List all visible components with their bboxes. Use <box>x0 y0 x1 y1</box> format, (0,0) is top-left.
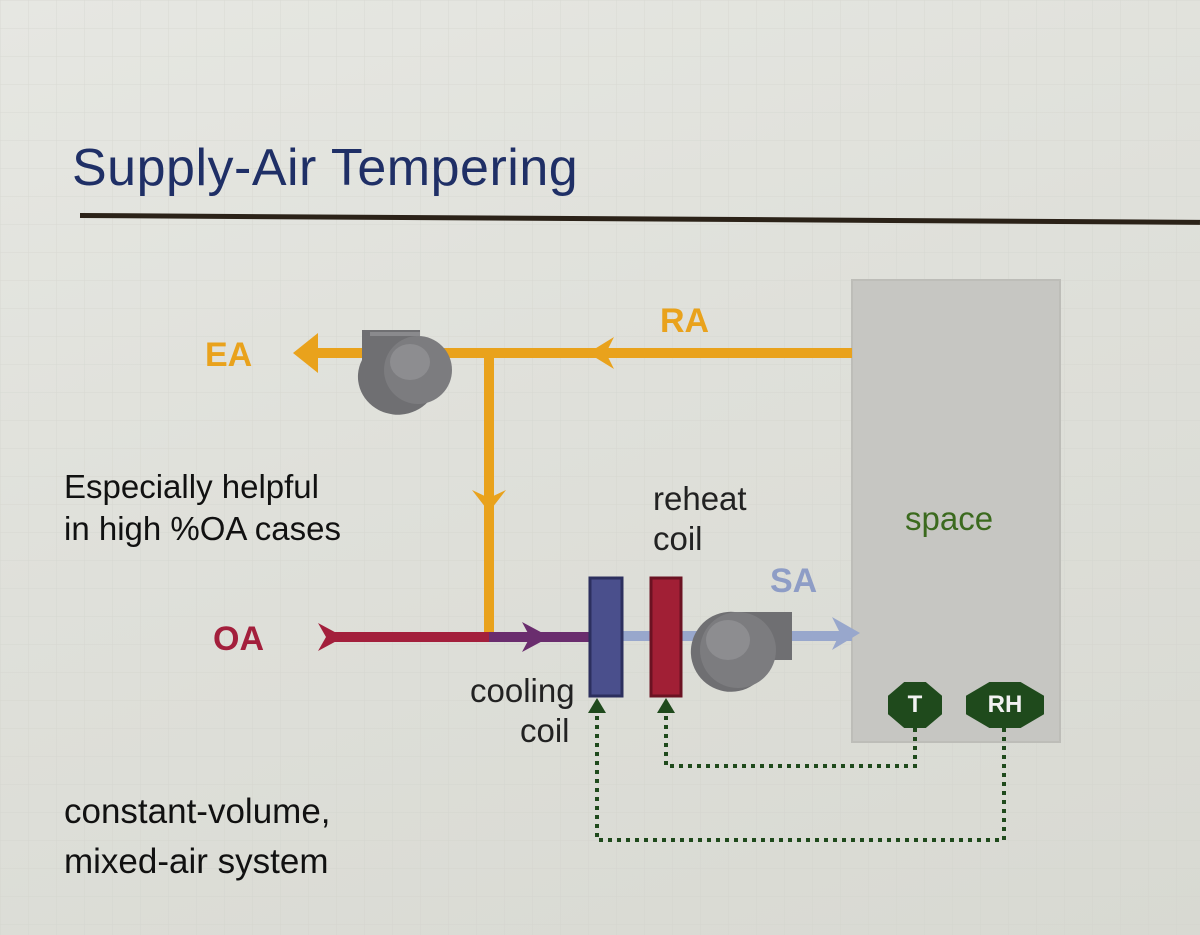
temperature-sensor-label: T <box>907 691 923 718</box>
supply-fan-icon <box>690 611 792 692</box>
sa-arrow-icon <box>832 617 860 650</box>
page-title: Supply-Air Tempering <box>72 139 579 197</box>
sa-label: SA <box>770 562 818 600</box>
temperature-sensor: T <box>888 682 942 728</box>
control-signal-lines <box>595 710 1006 842</box>
space-box-border <box>851 279 1061 743</box>
note-line-1: Especially helpful <box>64 468 319 505</box>
recirc-arrow-icon <box>472 490 506 512</box>
ea-arrow-icon <box>293 333 318 373</box>
space-box <box>852 280 1060 742</box>
oa-label: OA <box>213 620 264 658</box>
ra-arrow-icon <box>588 337 614 369</box>
system-line-1: constant-volume, <box>64 792 331 831</box>
ra-label: RA <box>660 302 710 340</box>
ma-arrow-icon <box>522 622 550 652</box>
reheat-coil-label-2: coil <box>653 520 703 557</box>
oa-arrow-icon <box>318 623 344 651</box>
reheat-coil-label-1: reheat <box>653 480 747 517</box>
reheat-coil <box>649 576 683 698</box>
cooling-coil-label-2: coil <box>520 712 570 749</box>
humidity-sensor-label: RH <box>987 691 1023 718</box>
cooling-coil <box>588 576 624 698</box>
cooling-coil-label-1: cooling <box>470 672 575 709</box>
cooling-control-arrow-icon <box>588 698 606 713</box>
reheat-control-arrow-icon <box>657 698 675 713</box>
note-line-2: in high %OA cases <box>64 510 341 547</box>
system-line-2: mixed-air system <box>64 842 329 881</box>
space-label: space <box>905 500 994 537</box>
exhaust-fan-icon <box>357 330 452 415</box>
ea-label: EA <box>205 336 253 374</box>
humidity-sensor: RH <box>966 682 1044 728</box>
